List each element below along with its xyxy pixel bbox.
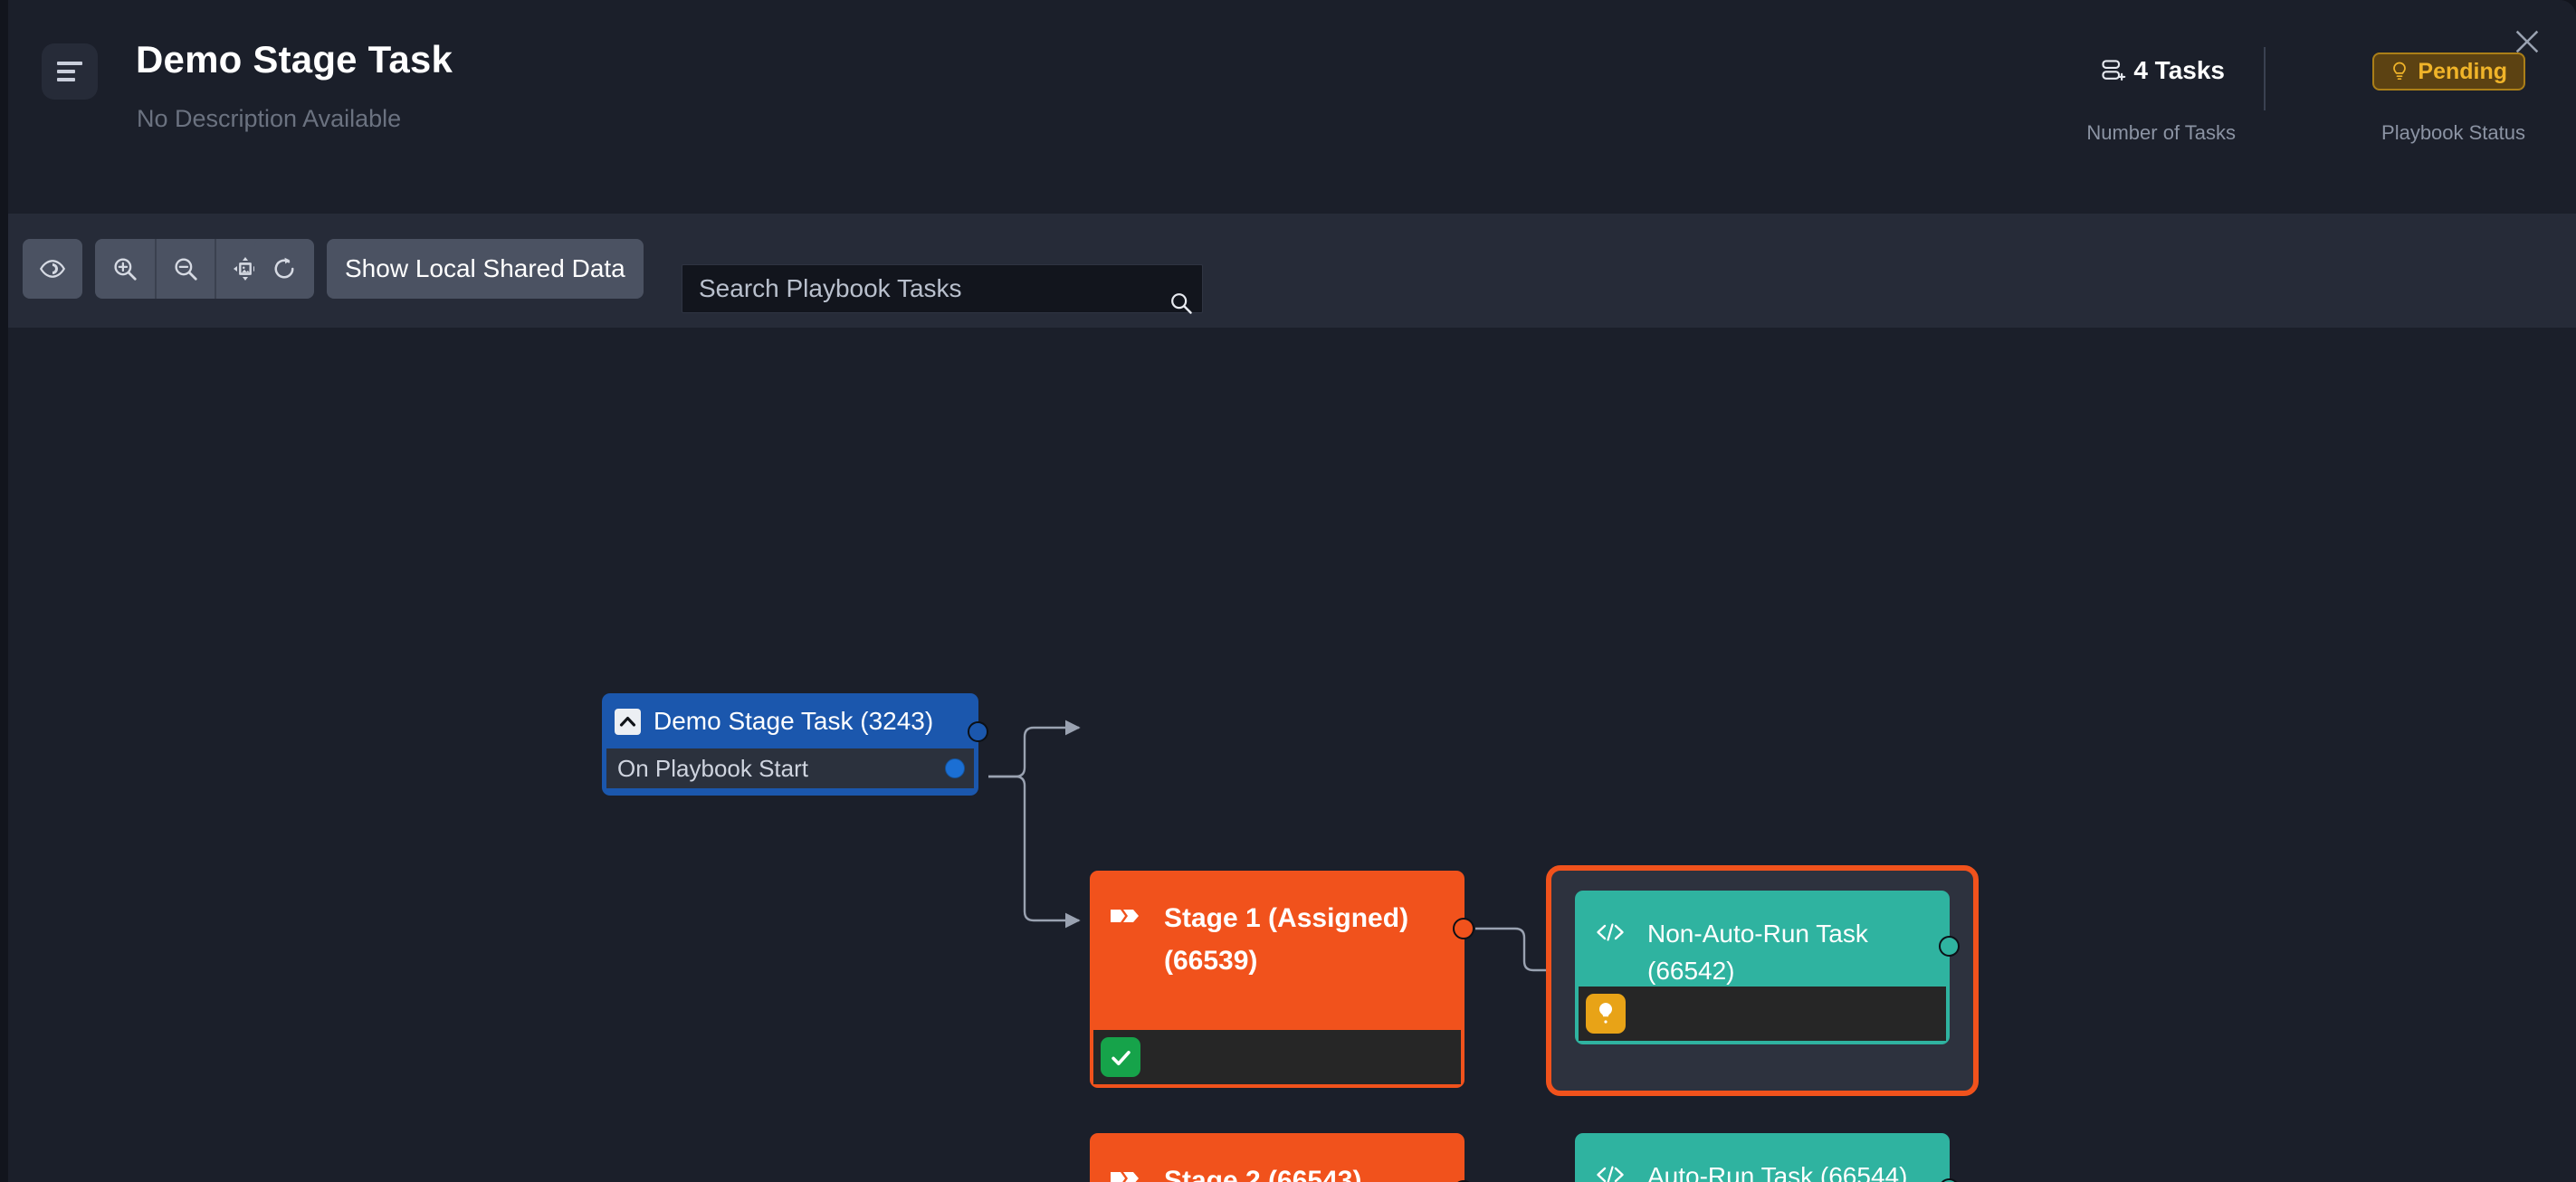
node-stage-1-header: Stage 1 (Assigned) (66539)	[1093, 874, 1461, 982]
node-stage-1-footer	[1093, 1030, 1461, 1084]
double-chevron-flag-icon	[1110, 905, 1140, 927]
check-icon	[1101, 1037, 1140, 1077]
status-badge[interactable]: Pending	[2372, 52, 2525, 91]
node-task-1-header: Non-Auto-Run Task (66542)	[1579, 894, 1946, 989]
search-icon[interactable]	[1169, 291, 1194, 316]
close-icon	[2515, 30, 2539, 53]
node-stage-1-title: Stage 1 (Assigned) (66539)	[1164, 903, 1409, 976]
chevron-up-icon	[615, 708, 641, 735]
playbook-canvas[interactable]: Demo Stage Task (3243) On Playbook Start…	[0, 328, 2576, 1182]
tasks-count-label: Number of Tasks	[2086, 121, 2236, 144]
node-start-trigger-row[interactable]: On Playbook Start	[606, 748, 974, 788]
page-title: Demo Stage Task	[136, 38, 453, 81]
header-divider	[2264, 47, 2266, 110]
status-badge-label: Playbook Status	[2381, 121, 2525, 144]
refresh-button[interactable]	[254, 239, 314, 299]
list-plus-icon	[2102, 60, 2126, 81]
node-stage-2-title: Stage 2 (66543)	[1164, 1166, 1362, 1182]
node-stage-2[interactable]: Stage 2 (66543)	[1090, 1133, 1474, 1182]
node-task-1-output-port[interactable]	[1939, 936, 1960, 957]
zoom-in-button[interactable]	[95, 239, 155, 299]
code-icon	[1593, 1164, 1627, 1182]
refresh-group	[254, 239, 314, 299]
node-task-1-title: Non-Auto-Run Task (66542)	[1647, 920, 1868, 985]
node-stage-2-header: Stage 2 (66543)	[1093, 1137, 1461, 1182]
edge-start-to-stage1	[988, 720, 1081, 778]
node-stage-1[interactable]: Stage 1 (Assigned) (66539)	[1090, 871, 1474, 1088]
tasks-count: 4 Tasks	[2101, 56, 2225, 85]
node-task-2-title: Auto-Run Task (66544)	[1647, 1162, 1908, 1182]
page-subtitle: No Description Available	[137, 105, 402, 132]
node-task-1-footer	[1579, 987, 1946, 1041]
node-task-non-auto-run[interactable]: Non-Auto-Run Task (66542)	[1575, 891, 1960, 1044]
zoom-group	[95, 239, 274, 299]
status-badge-text: Pending	[2418, 58, 2507, 84]
edge-stage1-to-task1	[1475, 927, 1568, 978]
close-button[interactable]	[2504, 18, 2551, 65]
toggle-visibility-button[interactable]	[23, 239, 82, 299]
menu-button[interactable]	[42, 43, 98, 100]
node-start-demo-stage-task[interactable]: Demo Stage Task (3243) On Playbook Start	[602, 693, 988, 796]
code-icon	[1593, 921, 1627, 943]
left-gutter	[0, 0, 8, 1182]
page-header: Demo Stage Task No Description Available…	[0, 0, 2576, 214]
refresh-icon	[274, 257, 294, 279]
node-stage-1-output-port[interactable]	[1453, 918, 1474, 939]
output-port[interactable]	[945, 758, 965, 778]
eye-icon	[39, 260, 66, 278]
edge-layer	[988, 720, 1568, 978]
zoom-out-button[interactable]	[155, 239, 215, 299]
lightbulb-icon	[2393, 62, 2407, 81]
search-input[interactable]	[682, 264, 1203, 313]
zoom-in-icon	[114, 258, 137, 281]
tasks-count-value: 4 Tasks	[2133, 56, 2225, 84]
node-task-2-header: Auto-Run Task (66544)	[1579, 1137, 1946, 1182]
node-start-trigger-label: On Playbook Start	[617, 754, 808, 782]
node-task-auto-run[interactable]: Auto-Run Task (66544)	[1575, 1133, 1960, 1182]
list-align-left-icon	[57, 62, 82, 81]
node-start-header: Demo Stage Task (3243)	[606, 698, 974, 748]
show-local-shared-data-button[interactable]: Show Local Shared Data	[327, 239, 644, 299]
double-chevron-flag-icon	[1110, 1168, 1140, 1182]
canvas-toolbar: Show Local Shared Data	[0, 214, 2576, 328]
visibility-group	[23, 239, 82, 299]
lightbulb-icon	[1586, 994, 1626, 1034]
node-start-title: Demo Stage Task (3243)	[654, 707, 934, 735]
search-container	[671, 257, 1214, 320]
edge-start-to-stage2	[988, 775, 1081, 929]
node-start-top-port[interactable]	[968, 721, 988, 742]
zoom-out-icon	[175, 258, 197, 281]
